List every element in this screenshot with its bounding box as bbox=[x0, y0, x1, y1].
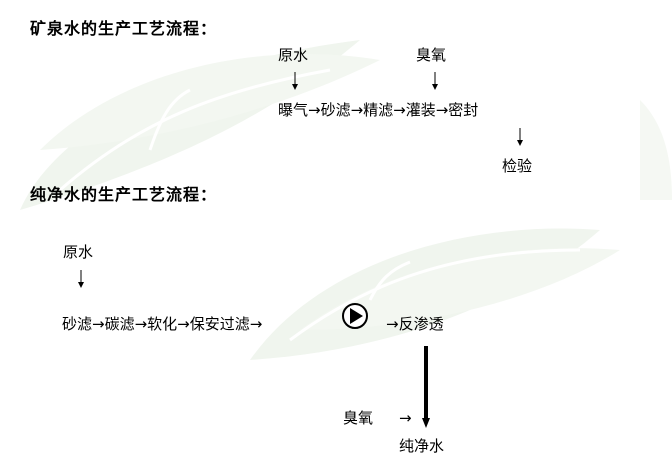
ozone-arrow: → bbox=[399, 409, 412, 427]
arrow-down-icon bbox=[78, 270, 84, 288]
pure-water-heading: 纯净水的生产工艺流程： bbox=[30, 185, 218, 204]
pure-process-chain: 砂滤→碳滤→软化→保安过滤→ bbox=[62, 315, 263, 333]
mineral-process-chain: 曝气→砂滤→精滤→灌装→密封 bbox=[278, 101, 479, 119]
pure-raw-water-label: 原水 bbox=[63, 243, 94, 261]
thick-arrow-down-icon bbox=[422, 346, 430, 428]
pure-water-output-label: 纯净水 bbox=[399, 437, 445, 455]
mineral-ozone-label: 臭氧 bbox=[416, 46, 447, 64]
pump-icon bbox=[342, 303, 368, 329]
arrow-down-icon bbox=[292, 72, 298, 90]
mineral-inspection-label: 检验 bbox=[502, 157, 533, 175]
mineral-raw-water-label: 原水 bbox=[278, 46, 309, 64]
mineral-water-heading: 矿泉水的生产工艺流程： bbox=[30, 19, 218, 38]
pure-ozone-label: 臭氧 bbox=[343, 409, 374, 427]
arrow-down-icon bbox=[432, 72, 438, 90]
reverse-osmosis-label: →反渗透 bbox=[386, 315, 444, 333]
arrow-down-icon bbox=[517, 128, 523, 146]
